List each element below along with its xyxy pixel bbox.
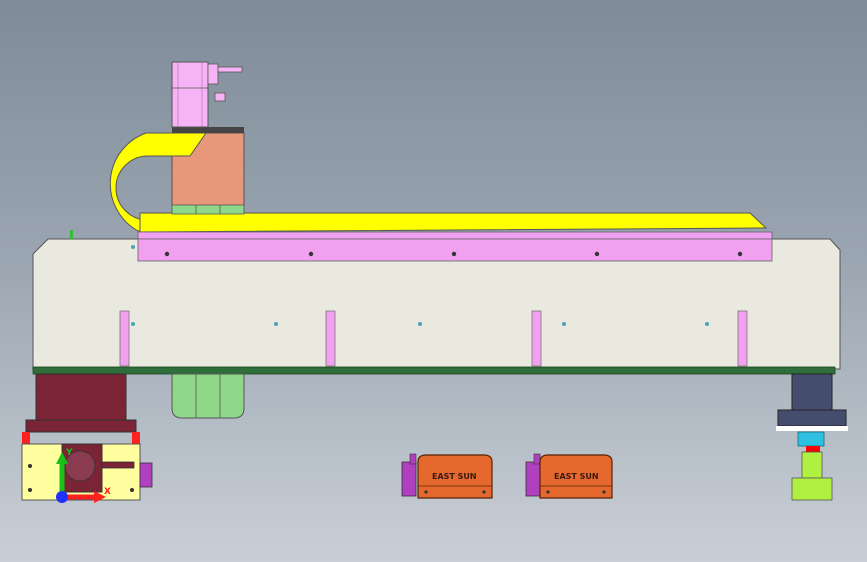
bolt — [546, 490, 550, 494]
triad-x-label: X — [104, 487, 111, 497]
triad-y-label: Y — [65, 448, 73, 458]
triad-z-origin — [56, 491, 68, 503]
clamp-brand-label: EAST SUN — [432, 472, 477, 481]
stiffener-bar — [737, 310, 748, 367]
rail-bolt — [451, 251, 457, 257]
gripper-clamp-1[interactable]: EAST SUN — [401, 453, 493, 499]
triad-x-arrow — [94, 491, 106, 503]
main-beam[interactable] — [32, 230, 841, 370]
hole-marker — [562, 322, 566, 326]
motor-connector — [214, 92, 226, 102]
hole-marker — [274, 322, 278, 326]
servo-motor[interactable] — [171, 61, 243, 128]
bolt — [602, 490, 606, 494]
stiffener-bar — [325, 310, 336, 367]
carriage-block[interactable] — [171, 127, 245, 215]
coupling-ring — [806, 446, 820, 452]
lower-slider-block[interactable] — [171, 373, 245, 419]
coupling — [797, 431, 825, 447]
triad-y-arrow — [56, 452, 68, 464]
cable-chain[interactable] — [109, 132, 768, 233]
linear-rail[interactable] — [137, 231, 773, 262]
right-stop — [132, 432, 140, 444]
bolt — [482, 490, 486, 494]
stiffener-bar — [119, 310, 130, 367]
left-column[interactable] — [22, 373, 140, 444]
clamp-brand-label: EAST SUN — [554, 472, 599, 481]
tool-shaft — [801, 451, 823, 479]
hole-marker — [705, 322, 709, 326]
motor-connector — [217, 66, 243, 73]
stiffener-bar — [531, 310, 542, 367]
right-column[interactable] — [776, 373, 848, 501]
side-sensor — [139, 462, 153, 488]
hole-marker — [131, 322, 135, 326]
base-strip[interactable] — [32, 366, 836, 375]
tool-tip — [791, 477, 833, 501]
rail-bolt — [737, 251, 743, 257]
left-stop — [22, 432, 30, 444]
rotary-head[interactable] — [21, 443, 153, 501]
bolt — [130, 488, 134, 492]
rail-bolt — [594, 251, 600, 257]
bolt — [28, 464, 32, 468]
rail-bolt — [308, 251, 314, 257]
hole-marker — [418, 322, 422, 326]
rail-bolt — [164, 251, 170, 257]
gripper-clamp-2[interactable]: EAST SUN — [525, 453, 613, 499]
coordinate-triad: X Y — [56, 448, 111, 503]
sensor-post — [70, 230, 73, 239]
bolt — [424, 490, 428, 494]
bolt — [28, 488, 32, 492]
hole-marker — [131, 245, 135, 249]
